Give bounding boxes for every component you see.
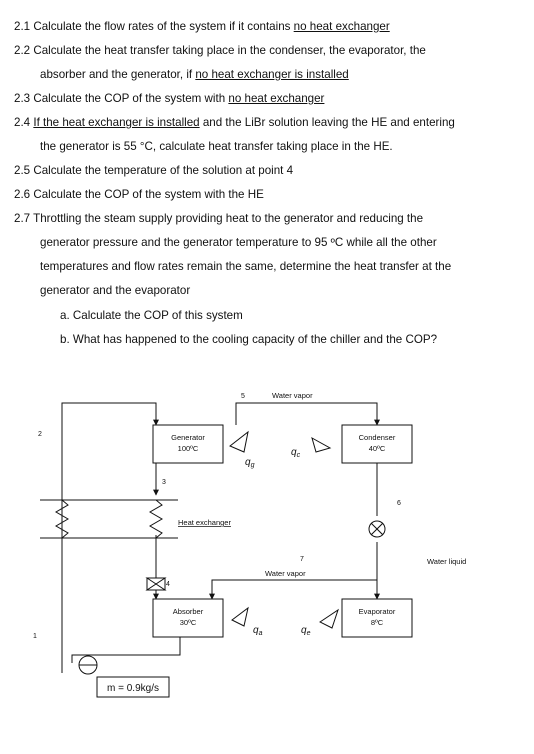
condenser-box [341,424,413,464]
condenser-label: Condenser [359,433,396,442]
condenser-temp: 40ºC [369,444,386,453]
evaporator-box [341,598,413,638]
question-2-7-cont3: generator and the evaporator [40,284,190,298]
point-4: 4 [166,581,170,588]
question-2-7-cont2: temperatures and flow rates remain the s… [40,260,451,274]
question-text: 2.4 [14,116,34,129]
underlined-text: If the heat exchanger is installed [33,116,200,129]
heat-arrow-generator [229,430,249,453]
heat-exchanger-label: Heat exchanger [178,518,231,527]
generator-label: Generator [171,433,205,442]
question-2-4-cont: the generator is 55 °C, calculate heat t… [40,140,393,154]
point-1: 1 [33,633,37,640]
question-2-3: 2.3 Calculate the COP of the system with… [14,92,324,106]
vapor-line-top [235,402,380,426]
mass-flow-box [96,676,170,698]
question-text: a. Calculate the COP of this system [60,309,243,322]
generator-temp: 100ºC [178,444,199,453]
point-6: 6 [397,500,401,507]
pump [78,655,98,675]
question-text: the generator is 55 °C, calculate heat t… [40,140,393,153]
water-vapor-mid-label: Water vapor [265,569,306,578]
question-text: 2.6 Calculate the COP of the system with… [14,188,264,201]
question-text: absorber and the generator, if [40,68,196,81]
question-2-5: 2.5 Calculate the temperature of the sol… [14,164,293,178]
vapor-line-mid [209,579,378,600]
heat-arrow-evaporator [319,608,339,629]
question-2-1: 2.1 Calculate the flow rates of the syst… [14,20,390,34]
heat-exchanger-coil-left [55,499,69,539]
question-2-2-cont: absorber and the generator, if no heat e… [40,68,349,82]
expansion-valve-4 [145,577,167,591]
point-7: 7 [300,556,304,563]
absorber-temp: 30ºC [180,618,197,627]
question-2-7: 2.7 Throttling the steam supply providin… [14,212,423,226]
heat-exchanger-coil-right [149,499,163,539]
q-generator-label: qg [245,457,255,469]
question-text: 2.3 Calculate the COP of the system with [14,92,229,105]
q-evaporator-label: qe [301,625,311,637]
absorber-box [152,598,224,638]
question-2-7-cont1: generator pressure and the generator tem… [40,236,437,250]
water-liquid-label: Water liquid [427,557,466,566]
point-2: 2 [38,431,42,438]
question-2-4: 2.4 If the heat exchanger is installed a… [14,116,455,130]
question-text: b. What has happened to the cooling capa… [60,333,438,346]
question-text: generator and the evaporator [40,284,191,297]
question-2-7-b: b. What has happened to the cooling capa… [60,333,437,347]
underlined-text: no heat exchanger [293,20,390,33]
expansion-valve-6 [368,520,386,538]
evaporator-label: Evaporator [359,607,396,616]
question-text: and the LiBr solution leaving the HE and… [199,116,455,129]
point-3: 3 [162,479,166,486]
question-text: 2.2 Calculate the heat transfer taking p… [14,44,426,57]
mass-flow-label: m = 0.9kg/s [107,683,159,694]
question-text: temperatures and flow rates remain the s… [40,260,452,273]
question-text: 2.5 Calculate the temperature of the sol… [14,164,294,177]
question-text: 2.7 Throttling the steam supply providin… [14,212,424,225]
question-2-7-a: a. Calculate the COP of this system [60,309,243,323]
underlined-text: no heat exchanger is installed [195,68,349,81]
q-absorber-label: qa [253,625,263,637]
question-2-6: 2.6 Calculate the COP of the system with… [14,188,264,202]
point-5: 5 [241,393,245,400]
question-text: 2.1 Calculate the flow rates of the syst… [14,20,294,33]
q-condenser-label: qc [291,447,301,459]
evaporator-temp: 8ºC [371,618,384,627]
heat-arrow-absorber [231,606,249,627]
generator-box [152,424,224,464]
water-vapor-top-label: Water vapor [272,391,313,400]
underlined-text: no heat exchanger [228,92,325,105]
absorber-label: Absorber [173,607,204,616]
heat-arrow-condenser [311,436,332,453]
question-text: generator pressure and the generator tem… [40,236,437,249]
question-2-2: 2.2 Calculate the heat transfer taking p… [14,44,426,58]
